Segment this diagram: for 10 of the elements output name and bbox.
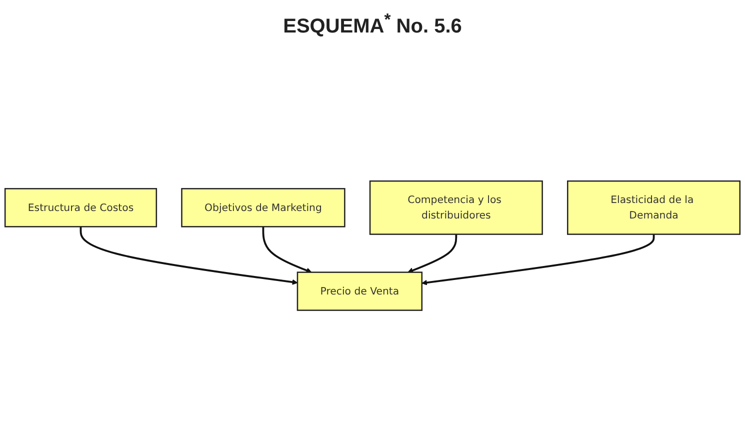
diagram-title: ESQUEMA$^{*}$ No. 5.6 [283,10,462,39]
arrow [422,234,655,285]
arrow [262,226,312,273]
node-box: Objetivos de Marketing [181,188,346,227]
node-box: Precio de Venta [296,271,423,311]
node-box: Estructura de Costos [4,188,158,227]
arrow [408,234,458,273]
node-box: Elasticidad de la Demanda [567,180,741,235]
arrow [80,226,298,285]
node-box: Competencia y los distribuidores [369,180,543,235]
